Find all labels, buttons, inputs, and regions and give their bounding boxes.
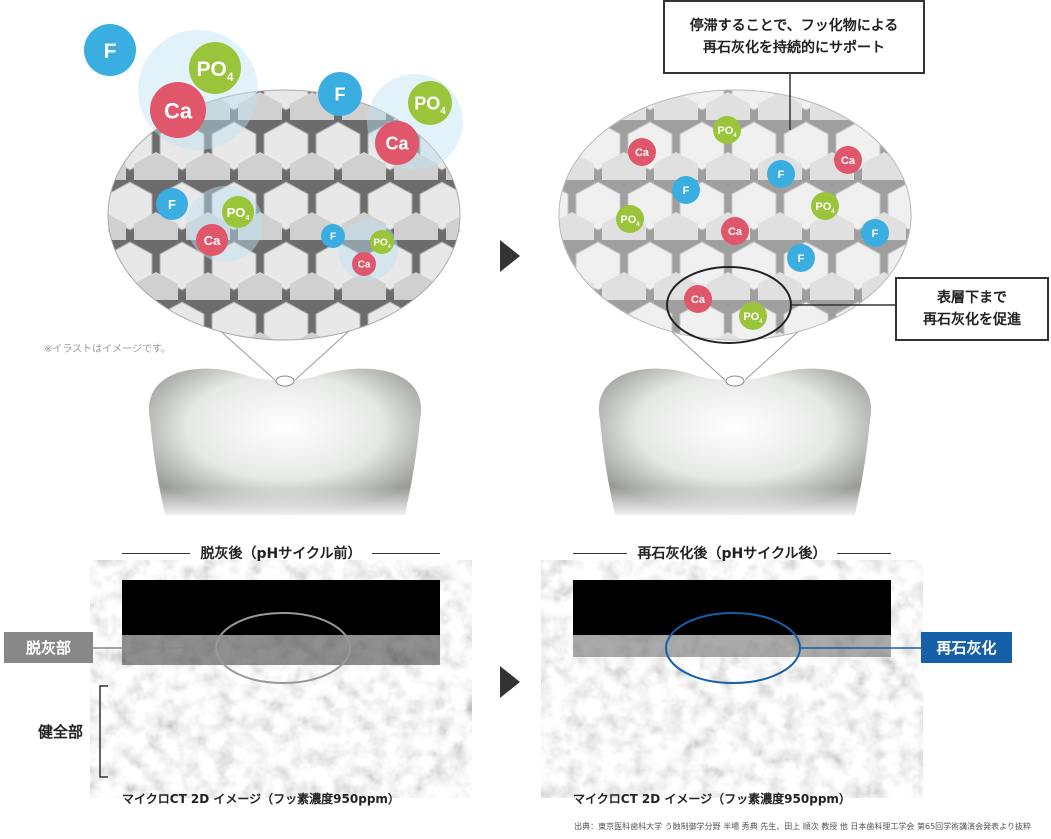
demineralized-enamel-closeup <box>107 89 461 381</box>
callout-text: 表層下まで <box>937 290 1007 306</box>
phosphate-ion-icon: PO4 <box>739 302 767 330</box>
calcium-ion-icon: Ca <box>196 224 228 256</box>
svg-text:Ca: Ca <box>635 147 650 159</box>
ct-image-left <box>93 580 440 778</box>
hydration-bubble <box>187 186 263 262</box>
svg-text:PO4: PO4 <box>620 214 640 228</box>
arrow-right-icon <box>500 240 520 272</box>
callout-sustained-support: 停滞することで、フッ化物による 再石灰化を持続的にサポート <box>663 0 925 74</box>
arrow-right-icon <box>500 666 520 698</box>
callout-subsurface: 表層下まで 再石灰化を促進 <box>895 277 1049 341</box>
svg-text:PO4: PO4 <box>743 311 763 325</box>
phosphate-ion-icon: PO4 <box>713 116 741 144</box>
tooth-left <box>140 368 430 520</box>
svg-text:PO4: PO4 <box>414 94 446 117</box>
svg-text:PO4: PO4 <box>717 125 737 139</box>
svg-text:F: F <box>104 40 117 63</box>
tooth-right <box>590 368 880 520</box>
heading-text: 脱灰後（pHサイクル前） <box>200 546 362 562</box>
ct-image-right <box>573 580 921 778</box>
callout-text: 停滞することで、フッ化物による <box>689 18 899 34</box>
callout-text: 再石灰化を持続的にサポート <box>703 40 885 56</box>
fluoride-ion-icon: F <box>672 176 700 204</box>
calcium-ion-icon: Ca <box>628 138 656 166</box>
phosphate-ion-icon: PO4 <box>408 81 452 125</box>
fluoride-ion-icon: F <box>156 188 188 220</box>
fluoride-ion-icon: F <box>861 219 889 247</box>
svg-text:F: F <box>683 185 690 197</box>
svg-text:Ca: Ca <box>358 260 371 271</box>
svg-text:F: F <box>798 253 805 265</box>
svg-text:Ca: Ca <box>204 233 221 248</box>
fluoride-ion-icon: F <box>767 160 795 188</box>
svg-text:Ca: Ca <box>841 155 856 167</box>
svg-text:F: F <box>330 232 336 243</box>
svg-text:Ca: Ca <box>691 294 706 306</box>
phosphate-ion-icon: PO4 <box>811 192 839 220</box>
fluoride-ion-icon: F <box>318 72 362 116</box>
hydration-bubble <box>138 30 258 150</box>
fluoride-ion-icon: F <box>787 244 815 272</box>
phosphate-ion-icon: PO4 <box>189 42 241 94</box>
phosphate-ion-icon: PO4 <box>222 196 254 228</box>
illustration-note: ※イラストはイメージです。 <box>44 344 171 355</box>
svg-text:F: F <box>335 85 346 105</box>
caption-left: マイクロCT 2D イメージ（フッ素濃度950ppm） <box>122 792 400 806</box>
svg-text:PO4: PO4 <box>373 238 390 250</box>
calcium-ion-icon: Ca <box>150 82 206 138</box>
calcium-ion-icon: Ca <box>352 252 376 276</box>
svg-text:F: F <box>872 228 879 240</box>
svg-text:Ca: Ca <box>385 134 409 154</box>
svg-text:PO4: PO4 <box>227 205 250 222</box>
calcium-ion-icon: Ca <box>834 146 862 174</box>
fluoride-ion-icon: F <box>321 224 345 248</box>
label-remineralized: 再石灰化 <box>921 632 1012 663</box>
phosphate-ion-icon: PO4 <box>370 230 394 254</box>
label-sound: 健全部 <box>38 723 84 741</box>
heading-before: 脱灰後（pHサイクル前） <box>122 543 441 563</box>
heading-text: 再石灰化後（pHサイクル後） <box>637 546 827 562</box>
svg-text:F: F <box>168 197 176 212</box>
sound-region-bracket <box>99 685 108 778</box>
calcium-ion-icon: Ca <box>721 217 749 245</box>
caption-right: マイクロCT 2D イメージ（フッ素濃度950ppm） <box>573 792 851 806</box>
svg-text:Ca: Ca <box>728 226 743 238</box>
calcium-ion-icon: Ca <box>375 121 419 165</box>
svg-text:F: F <box>778 169 785 181</box>
svg-text:PO4: PO4 <box>815 201 835 215</box>
callout-text: 再石灰化を促進 <box>923 312 1021 328</box>
phosphate-ion-icon: PO4 <box>616 205 644 233</box>
citation: 出典：東京医科歯科大学 う蝕制御学分野 半場 秀典 先生、田上 順次 教授 他 … <box>574 822 1031 831</box>
label-demineralized: 脱灰部 <box>4 632 93 663</box>
heading-after: 再石灰化後（pHサイクル後） <box>573 543 892 563</box>
fluoride-ion-icon: F <box>84 24 136 76</box>
calcium-ion-icon: Ca <box>684 285 712 313</box>
svg-text:Ca: Ca <box>164 98 193 123</box>
